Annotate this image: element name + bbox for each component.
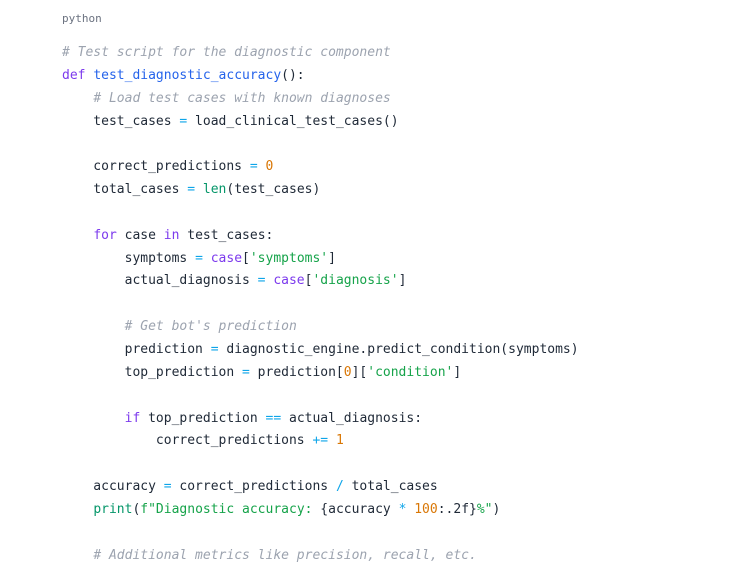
code-token-string: 'symptoms' [249, 250, 329, 266]
code-line: # Test script for the diagnostic compone… [62, 42, 579, 65]
code-token-plain [62, 548, 93, 563]
code-token-operator: = [242, 364, 250, 380]
code-line [62, 293, 579, 316]
code-token-number: 100 [414, 501, 438, 517]
code-token-plain: ] [453, 364, 462, 380]
code-token-plain: symptoms [62, 250, 196, 266]
code-token-plain: correct_predictions [171, 479, 336, 495]
code-line: if top_prediction == actual_diagnosis: [62, 408, 579, 431]
code-token-plain: [ [242, 250, 250, 266]
code-token-operator: == [265, 410, 282, 426]
code-token-func: test_diagnostic_accuracy [93, 67, 282, 83]
code-token-plain [62, 411, 125, 426]
code-line: test_cases = load_clinical_test_cases() [62, 111, 579, 134]
code-token-plain [62, 319, 125, 334]
code-token-keyword: case [210, 250, 243, 266]
code-token-plain [328, 433, 336, 448]
code-token-plain [203, 251, 211, 266]
code-token-plain: ( [132, 501, 141, 517]
code-token-plain: prediction[ [249, 364, 344, 380]
code-block: # Test script for the diagnostic compone… [62, 42, 579, 567]
code-token-plain: top_prediction [62, 364, 243, 380]
code-token-plain: ] [328, 250, 336, 266]
code-token-plain: actual_diagnosis: [281, 410, 423, 426]
code-token-plain [258, 159, 266, 174]
code-token-comment: # Load test cases with known diagnoses [93, 90, 391, 106]
code-token-operator: = [257, 273, 266, 289]
code-token-comment: # Get bot's prediction [124, 319, 297, 335]
code-token-operator: * [398, 501, 407, 517]
code-token-operator: / [335, 479, 344, 495]
code-token-string: f"Diagnostic accuracy: [140, 501, 321, 517]
code-token-operator: += [312, 433, 329, 449]
code-token-plain [62, 502, 93, 517]
code-line [62, 202, 579, 225]
code-token-plain: ][ [351, 364, 368, 380]
code-token-plain: (test_cases) [226, 182, 321, 198]
code-token-string: 'condition' [367, 364, 454, 380]
code-token-comment: # Test script for the diagnostic compone… [62, 45, 391, 60]
code-token-plain: {accuracy [320, 501, 399, 517]
code-token-plain: ] [398, 273, 407, 289]
code-token-operator: = [195, 250, 203, 266]
code-line: def test_diagnostic_accuracy(): [62, 65, 579, 88]
code-language-label: python [62, 12, 102, 25]
code-token-plain: test_cases [62, 113, 180, 129]
code-token-keyword: case [273, 273, 305, 289]
code-token-plain: :.2f} [437, 501, 477, 517]
code-line: # Get bot's prediction [62, 316, 579, 339]
code-token-operator: = [179, 113, 188, 129]
code-line: top_prediction = prediction[0]['conditio… [62, 362, 579, 385]
code-token-plain [62, 91, 93, 106]
code-token-plain: prediction [62, 341, 211, 357]
code-token-keyword: if [124, 410, 141, 426]
code-token-plain: accuracy [62, 479, 164, 495]
code-line: print(f"Diagnostic accuracy: {accuracy *… [62, 499, 579, 522]
code-line: prediction = diagnostic_engine.predict_c… [62, 339, 579, 362]
code-line [62, 385, 579, 408]
code-token-plain: total_cases [343, 479, 438, 495]
code-line: # Load test cases with known diagnoses [62, 88, 579, 111]
code-token-plain: case [116, 227, 164, 243]
code-token-keyword: for [93, 227, 117, 243]
code-token-string: 'diagnosis' [312, 273, 399, 289]
code-line: # Additional metrics like precision, rec… [62, 545, 579, 568]
code-line: accuracy = correct_predictions / total_c… [62, 476, 579, 499]
code-line [62, 522, 579, 545]
code-token-number: 0 [343, 364, 352, 380]
code-token-builtin: print [93, 501, 133, 517]
code-token-number: 0 [265, 159, 274, 175]
code-token-plain: (): [281, 67, 305, 83]
code-token-plain [195, 182, 203, 197]
code-token-builtin: len [202, 182, 227, 198]
code-line: correct_predictions = 0 [62, 156, 579, 179]
code-token-comment: # Additional metrics like precision, rec… [93, 547, 477, 563]
code-token-plain: [ [304, 273, 313, 289]
code-token-string: %" [476, 501, 493, 517]
code-token-plain: correct_predictions [62, 433, 313, 449]
code-line: symptoms = case['symptoms'] [62, 248, 579, 271]
code-token-operator: = [163, 479, 172, 495]
code-token-plain: load_clinical_test_cases() [187, 113, 399, 129]
code-token-plain: ) [492, 501, 501, 517]
code-token-keyword: in [163, 227, 180, 243]
code-token-plain: top_prediction [140, 410, 266, 426]
code-token-plain: correct_predictions [62, 159, 250, 175]
code-token-plain: test_cases: [179, 227, 274, 243]
code-token-number: 1 [335, 433, 344, 449]
code-line: correct_predictions += 1 [62, 430, 579, 453]
code-token-keyword: def [62, 67, 94, 83]
code-token-operator: = [249, 159, 258, 175]
code-line [62, 453, 579, 476]
code-token-plain [62, 228, 93, 243]
code-line [62, 133, 579, 156]
code-line: for case in test_cases: [62, 225, 579, 248]
code-token-operator: = [187, 182, 196, 198]
code-line: actual_diagnosis = case['diagnosis'] [62, 270, 579, 293]
code-line: total_cases = len(test_cases) [62, 179, 579, 202]
code-token-plain: diagnostic_engine.predict_condition(symp… [218, 341, 579, 357]
code-token-plain: actual_diagnosis [62, 273, 258, 289]
code-token-plain: total_cases [62, 182, 188, 198]
code-token-operator: = [210, 341, 219, 357]
